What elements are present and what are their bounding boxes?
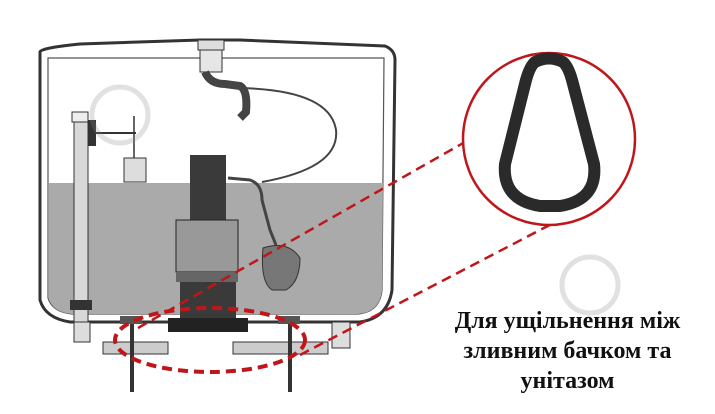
flush-valve (168, 155, 301, 332)
caption-line-3: унітазом (520, 368, 615, 394)
caption: Для ущільнення між зливним бачком та уні… (425, 306, 710, 396)
flush-button (197, 39, 338, 183)
highlight-callout (113, 136, 568, 374)
gasket-detail (461, 51, 637, 227)
fill-valve (70, 111, 147, 343)
watermark-icon (89, 84, 621, 316)
caption-line-1: Для ущільнення між (454, 308, 681, 334)
caption-line-2: зливним бачком та (463, 338, 672, 364)
